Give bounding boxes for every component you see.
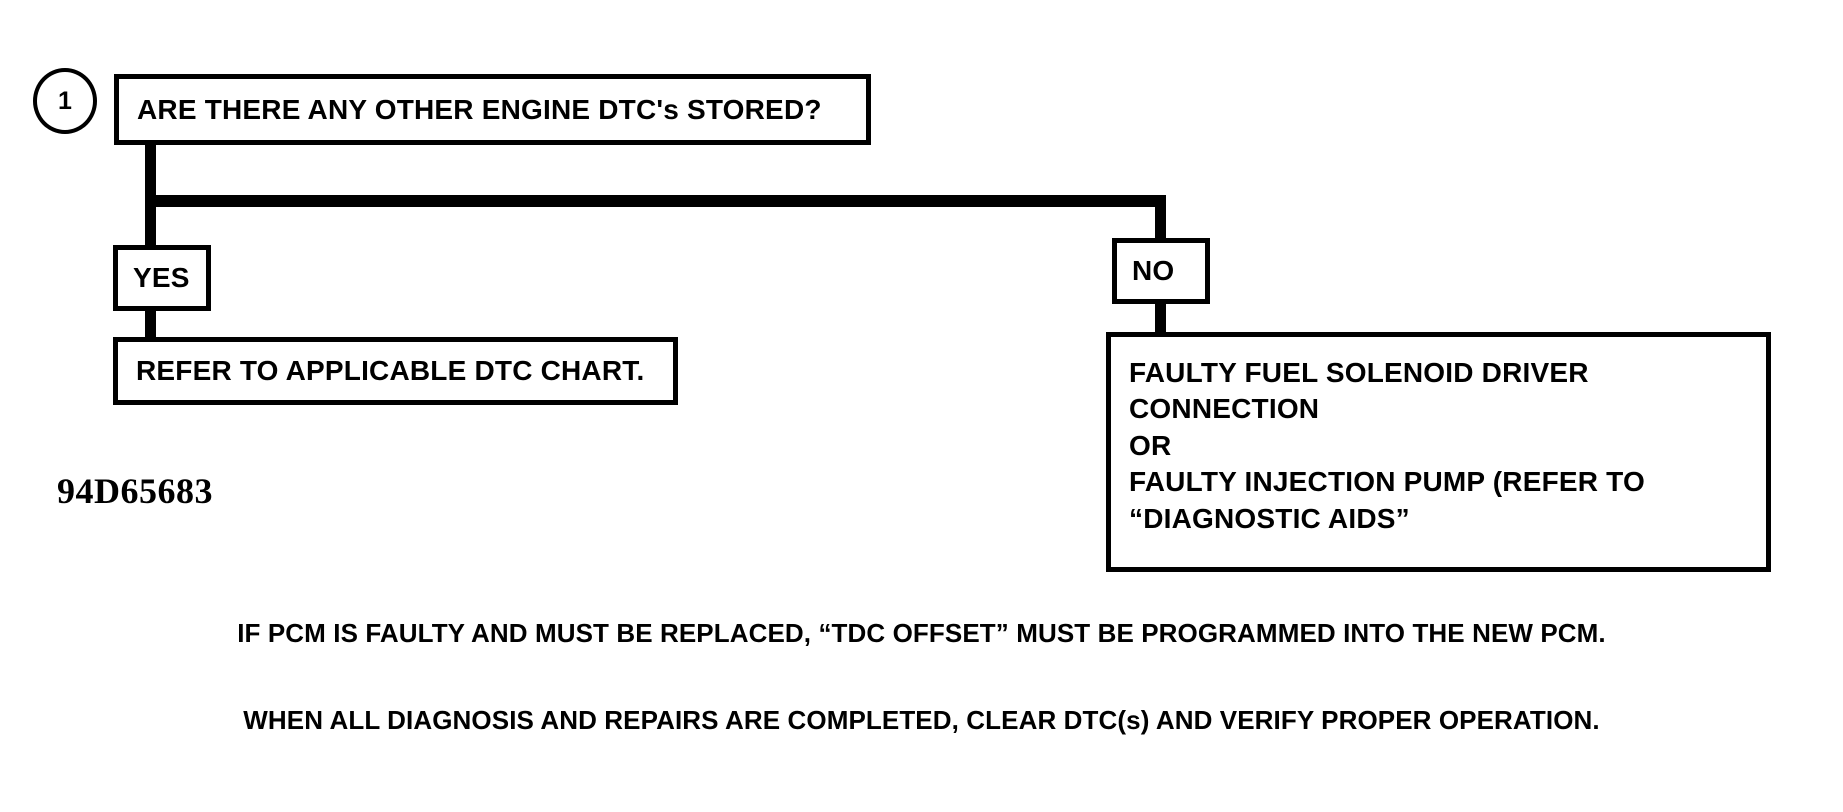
footer-note-pcm-replacement: IF PCM IS FAULTY AND MUST BE REPLACED, “… — [237, 618, 1606, 648]
branch-label-no: NO — [1112, 238, 1210, 304]
outcome-yes-text: REFER TO APPLICABLE DTC CHART. — [136, 355, 645, 386]
connector-yes-to-outcome — [145, 307, 156, 341]
connector-bus-to-no — [1155, 195, 1166, 242]
connector-no-to-outcome — [1155, 300, 1166, 336]
branch-label-yes: YES — [113, 245, 211, 311]
branch-label-no-text: NO — [1132, 255, 1175, 286]
connector-question-to-bus — [145, 145, 156, 205]
outcome-no-text: FAULTY FUEL SOLENOID DRIVER CONNECTION O… — [1129, 357, 1645, 534]
step-number-marker: 1 — [33, 68, 97, 134]
question-node: ARE THERE ANY OTHER ENGINE DTC's STORED? — [114, 74, 871, 145]
branch-label-yes-text: YES — [133, 262, 190, 293]
connector-bus-to-yes — [145, 195, 156, 249]
footer-note-verify-operation: WHEN ALL DIAGNOSIS AND REPAIRS ARE COMPL… — [243, 705, 1600, 735]
part-number-label: 94D65683 — [57, 471, 213, 511]
step-number-label: 1 — [57, 86, 73, 115]
outcome-node-yes: REFER TO APPLICABLE DTC CHART. — [113, 337, 678, 405]
question-text: ARE THERE ANY OTHER ENGINE DTC's STORED? — [137, 93, 822, 125]
outcome-node-no: FAULTY FUEL SOLENOID DRIVER CONNECTION O… — [1106, 332, 1771, 572]
connector-branch-bus — [145, 195, 1166, 207]
